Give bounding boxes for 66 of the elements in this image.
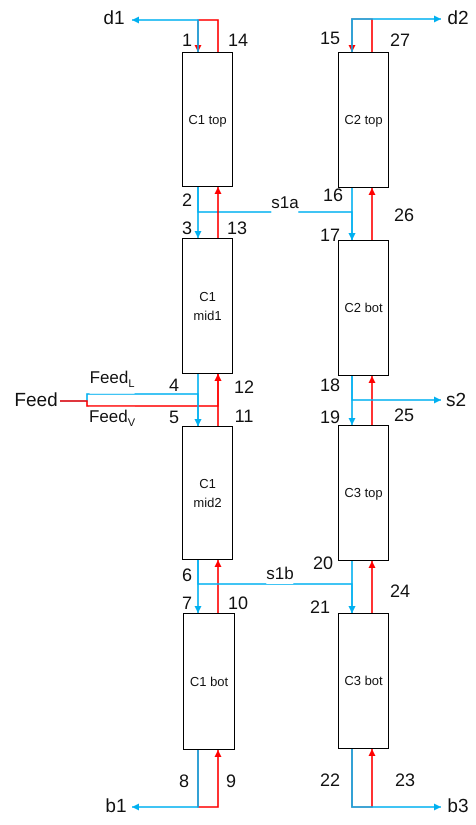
stream-name: d1 <box>96 6 132 32</box>
stream-arrow <box>351 749 441 810</box>
stream-number: 19 <box>320 407 340 427</box>
stream-number: 16 <box>322 185 344 205</box>
stream-arrow <box>368 376 376 425</box>
stream-number: 26 <box>394 205 414 225</box>
column-section-box <box>338 52 389 188</box>
edge-label: s1a <box>271 193 299 213</box>
stream-arrow <box>351 16 441 52</box>
stream-name: d2 <box>441 6 475 32</box>
column-section-box <box>338 425 389 561</box>
stream-number: 2 <box>182 190 192 210</box>
section-label: C1 mid2 <box>192 474 223 512</box>
column-section-box <box>183 613 235 750</box>
stream-number: 5 <box>169 407 179 427</box>
stream-number: 14 <box>228 30 248 50</box>
stream-number: 6 <box>182 565 192 585</box>
stream-number: 8 <box>179 771 189 791</box>
stream-arrow <box>348 561 356 613</box>
section-label: C2 top <box>344 111 383 130</box>
stream-number: 9 <box>226 771 236 791</box>
stream-arrow <box>132 16 199 52</box>
stream-name: b1 <box>100 794 132 820</box>
stream-number: 25 <box>394 405 414 425</box>
stream-arrow <box>368 188 376 240</box>
stream-arrow <box>214 374 222 426</box>
stream-number: 27 <box>390 30 410 50</box>
stream-number: 10 <box>228 593 248 613</box>
stream-arrow <box>214 560 222 613</box>
edge-label: Feed$_{L}$ <box>90 368 134 394</box>
stream-number: 11 <box>234 406 254 426</box>
stream-number: 22 <box>320 770 340 790</box>
stream-number: 4 <box>169 375 179 395</box>
stream-number: 15 <box>320 28 340 48</box>
stream-arrow <box>351 376 441 404</box>
stream-number: 1 <box>182 30 192 50</box>
stream-arrow <box>214 187 222 238</box>
stream-number: 18 <box>320 375 340 395</box>
stream-number: 17 <box>320 225 340 245</box>
column-section-box <box>182 52 233 187</box>
section-label: C1 top <box>188 110 227 129</box>
stream-arrow <box>194 374 202 426</box>
stream-arrow <box>368 561 376 613</box>
section-label: C3 bot <box>344 672 383 690</box>
column-section-box <box>338 240 389 376</box>
section-label: C3 top <box>344 484 383 502</box>
stream-number: 24 <box>390 581 410 601</box>
stream-number: 20 <box>312 553 334 573</box>
stream-name: Feed <box>12 388 60 414</box>
section-label: C1 mid1 <box>192 288 223 325</box>
column-section-box <box>182 238 233 374</box>
stream-number: 3 <box>182 218 192 238</box>
section-label: C1 bot <box>190 672 228 691</box>
stream-number: 23 <box>394 770 416 790</box>
section-label: C2 bot <box>344 299 383 318</box>
stream-number: 7 <box>182 593 192 613</box>
column-section-box <box>338 613 389 749</box>
stream-arrow <box>132 750 199 810</box>
column-section-box <box>182 426 233 560</box>
edge-label: s1b <box>266 564 294 584</box>
stream-arrow <box>348 188 356 240</box>
stream-name: b3 <box>441 794 475 820</box>
stream-number: 12 <box>234 377 254 397</box>
stream-name: s2 <box>441 388 471 414</box>
stream-number: 21 <box>310 597 330 617</box>
stream-number: 13 <box>226 218 248 238</box>
